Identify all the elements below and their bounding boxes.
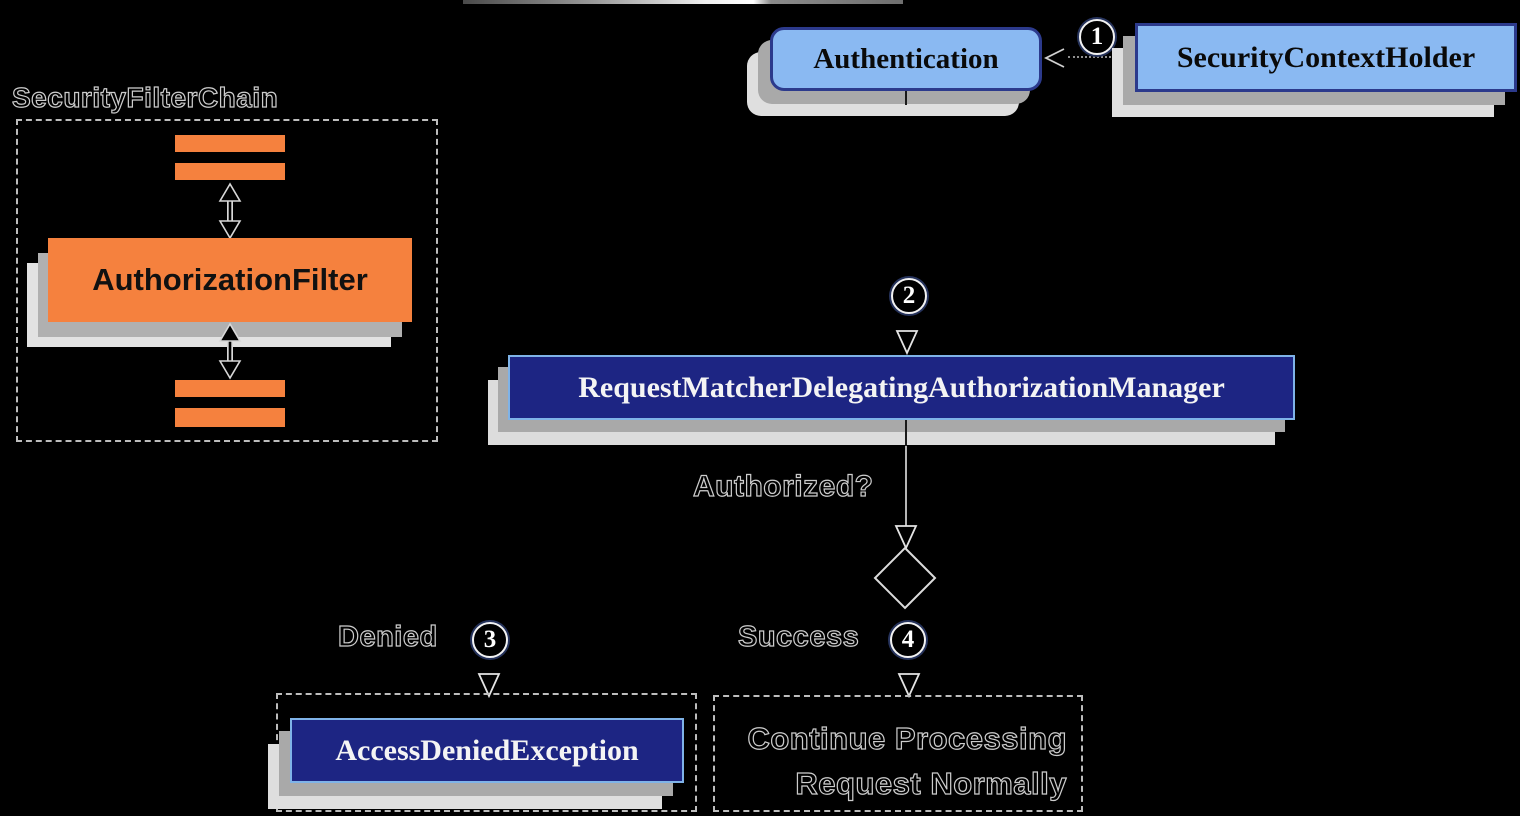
access-denied-label: AccessDeniedException bbox=[335, 733, 639, 767]
continue-frame bbox=[713, 695, 1083, 812]
step-3-badge: 3 bbox=[472, 622, 508, 658]
continue-label-line1: Continue Processing bbox=[747, 720, 1067, 756]
step-3-number: 3 bbox=[483, 626, 497, 653]
continue-label-line2: Request Normally bbox=[795, 765, 1067, 801]
authorization-filter-node: AuthorizationFilter bbox=[48, 238, 412, 322]
filter-placeholder-bar bbox=[175, 135, 285, 152]
decision-diamond bbox=[873, 546, 937, 610]
arrowhead-icon bbox=[477, 673, 501, 698]
securityfilterchain-frame bbox=[16, 119, 438, 442]
access-denied-frame bbox=[276, 693, 697, 812]
connector-line bbox=[905, 446, 907, 526]
connector-tick bbox=[905, 420, 907, 446]
filter-placeholder-bar bbox=[175, 163, 285, 180]
step-4-number: 4 bbox=[901, 626, 915, 653]
filter-placeholder-bar bbox=[175, 380, 285, 397]
step-2-badge: 2 bbox=[891, 278, 927, 314]
request-matcher-label: RequestMatcherDelegatingAuthorizationMan… bbox=[578, 370, 1225, 404]
request-matcher-node: RequestMatcherDelegatingAuthorizationMan… bbox=[508, 355, 1295, 420]
step-4-badge: 4 bbox=[890, 622, 926, 658]
step-1-badge: 1 bbox=[1079, 19, 1115, 55]
success-label: Success bbox=[737, 620, 860, 653]
arrowhead-icon bbox=[894, 525, 918, 550]
securitycontextholder-label: SecurityContextHolder bbox=[1176, 40, 1476, 74]
securitycontextholder-node: SecurityContextHolder bbox=[1135, 23, 1517, 92]
authentication-node: Authentication bbox=[770, 27, 1042, 91]
authorization-filter-label: AuthorizationFilter bbox=[92, 262, 368, 297]
arrowhead-icon bbox=[897, 673, 921, 698]
arrowhead-icon bbox=[895, 330, 919, 355]
step-1-number: 1 bbox=[1090, 23, 1104, 50]
access-denied-node: AccessDeniedException bbox=[290, 718, 684, 783]
open-arrowhead-icon bbox=[1043, 48, 1065, 68]
denied-label: Denied bbox=[337, 620, 438, 653]
authorized-label: Authorized? bbox=[692, 469, 874, 503]
cropped-top-edge bbox=[463, 0, 903, 4]
double-arrow-icon bbox=[218, 322, 242, 380]
step-2-number: 2 bbox=[902, 282, 916, 309]
filter-placeholder-bar bbox=[175, 408, 285, 427]
authentication-label: Authentication bbox=[813, 42, 999, 75]
dotted-connector bbox=[1068, 56, 1135, 58]
double-arrow-icon bbox=[218, 182, 242, 240]
continue-node-text: Continue Processing Request Normally bbox=[713, 719, 1067, 809]
connector-tick bbox=[905, 91, 907, 105]
securityfilterchain-title: SecurityFilterChain bbox=[11, 81, 279, 113]
